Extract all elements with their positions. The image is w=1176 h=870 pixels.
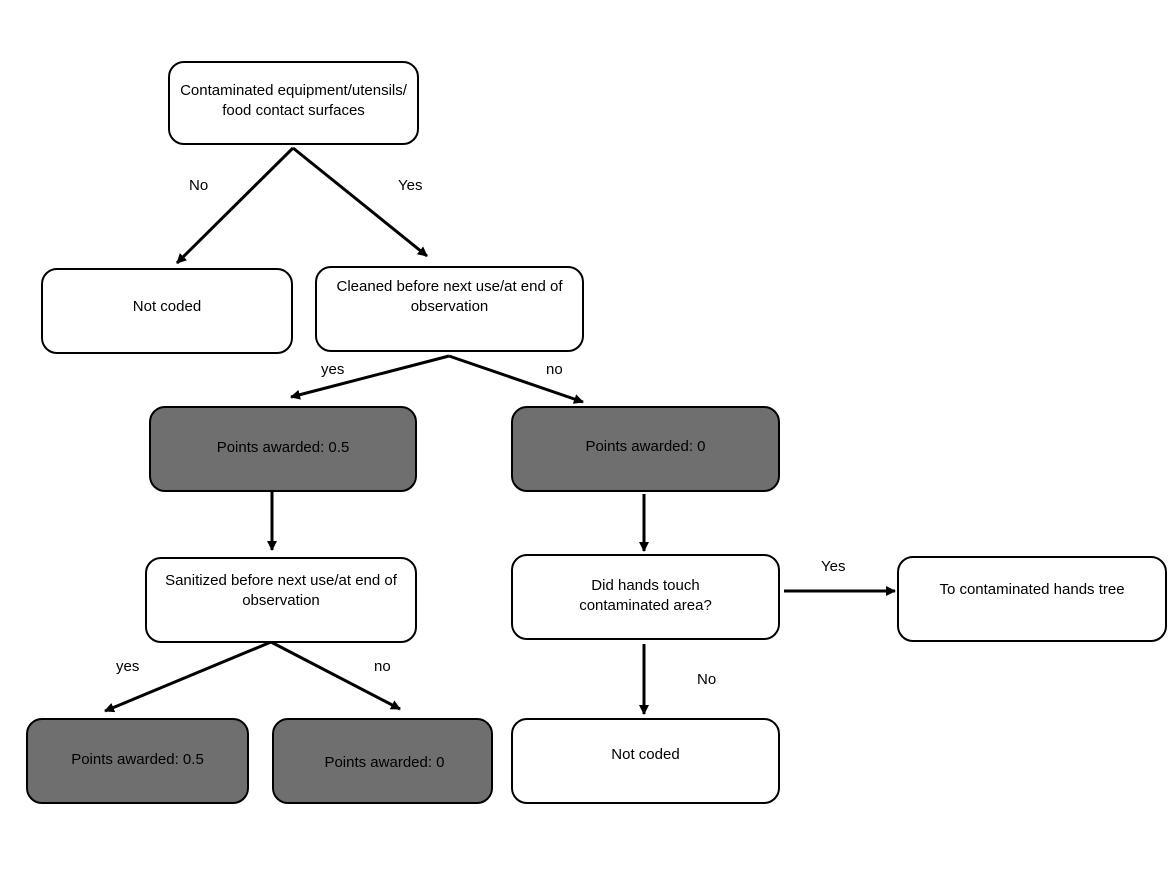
node-not-coded-top: Not coded [41,268,293,354]
node-points-sanitized-yes-label: Points awarded: 0.5 [71,751,204,768]
node-points-cleaned-yes-label: Points awarded: 0.5 [216,439,350,456]
edge-label-cleaned-yes: yes [321,361,345,378]
node-contaminated-equipment: Contaminated equipment/utensils/ food co… [168,61,419,145]
node-did-hands-touch: Did hands touch contaminated area? [511,554,780,640]
node-not-coded-top-label: Not coded [132,298,202,315]
node-did-hands-touch-label: Did hands touch contaminated area? [579,577,712,614]
arrow-contaminated-yes [292,146,428,258]
arrow-contaminated-no [175,146,295,265]
node-points-cleaned-no-label: Points awarded: 0 [585,438,706,455]
node-cleaned-before-next-use: Cleaned before next use/at end of observ… [315,266,584,352]
edge-label-hands-no: No [697,671,717,688]
node-points-sanitized-yes: Points awarded: 0.5 [26,718,249,804]
node-not-coded-bottom: Not coded [511,718,780,804]
arrow-sanitized-yes [104,640,272,713]
node-contaminated-hands-tree: To contaminated hands tree [897,556,1167,642]
node-sanitized-before-next-use-label: Sanitized before next use/at end of obse… [165,572,397,609]
node-sanitized-before-next-use: Sanitized before next use/at end of obse… [145,557,417,643]
edge-label-sanitized-no: no [374,658,391,675]
node-points-cleaned-yes: Points awarded: 0.5 [149,406,417,492]
edge-label-cleaned-no: no [546,361,563,378]
edge-label-hands-yes: Yes [821,558,846,575]
node-points-sanitized-no: Points awarded: 0 [272,718,493,804]
arrow-sanitized-no [270,640,401,711]
edge-label-contaminated-no: No [189,177,209,194]
node-contaminated-hands-tree-label: To contaminated hands tree [939,581,1125,598]
edge-label-contaminated-yes: Yes [398,177,423,194]
node-points-cleaned-no: Points awarded: 0 [511,406,780,492]
node-points-sanitized-no-label: Points awarded: 0 [324,754,445,771]
node-not-coded-bottom-label: Not coded [611,746,680,763]
arrow-cleaned-yes [290,354,450,400]
arrow-cleaned-no [448,354,584,404]
edge-label-sanitized-yes: yes [116,658,140,675]
node-cleaned-before-next-use-label: Cleaned before next use/at end of observ… [336,278,563,315]
node-contaminated-equipment-label: Contaminated equipment/utensils/ food co… [180,82,407,119]
